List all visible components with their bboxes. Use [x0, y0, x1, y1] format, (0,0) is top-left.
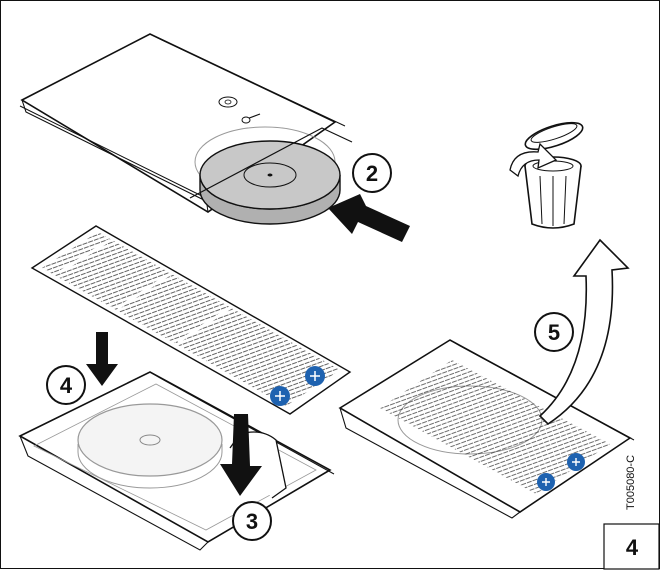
- step-5-badge: 5: [534, 312, 574, 352]
- trash-bin-icon: [509, 121, 584, 229]
- down-arrow-icon: [86, 332, 118, 386]
- step-2-label: 2: [366, 161, 378, 186]
- figure-number: 4: [626, 535, 639, 560]
- step-3-label: 3: [246, 509, 258, 534]
- step-4-label: 4: [60, 373, 73, 398]
- step-3-badge: 3: [232, 501, 272, 541]
- figure-number-box: 4: [603, 523, 660, 570]
- down-arrow-icon: [220, 414, 262, 496]
- step-4-badge: 4: [46, 365, 86, 405]
- step-2-badge: 2: [352, 153, 392, 193]
- push-arrow-icon: [328, 194, 410, 242]
- bag-with-sheet: [338, 339, 635, 519]
- reference-code: T005080-C: [625, 455, 637, 510]
- instruction-sheet: [30, 225, 352, 415]
- step-5-label: 5: [548, 320, 560, 345]
- curved-arrow-icon: [538, 238, 630, 426]
- bag-with-disc: [19, 33, 353, 225]
